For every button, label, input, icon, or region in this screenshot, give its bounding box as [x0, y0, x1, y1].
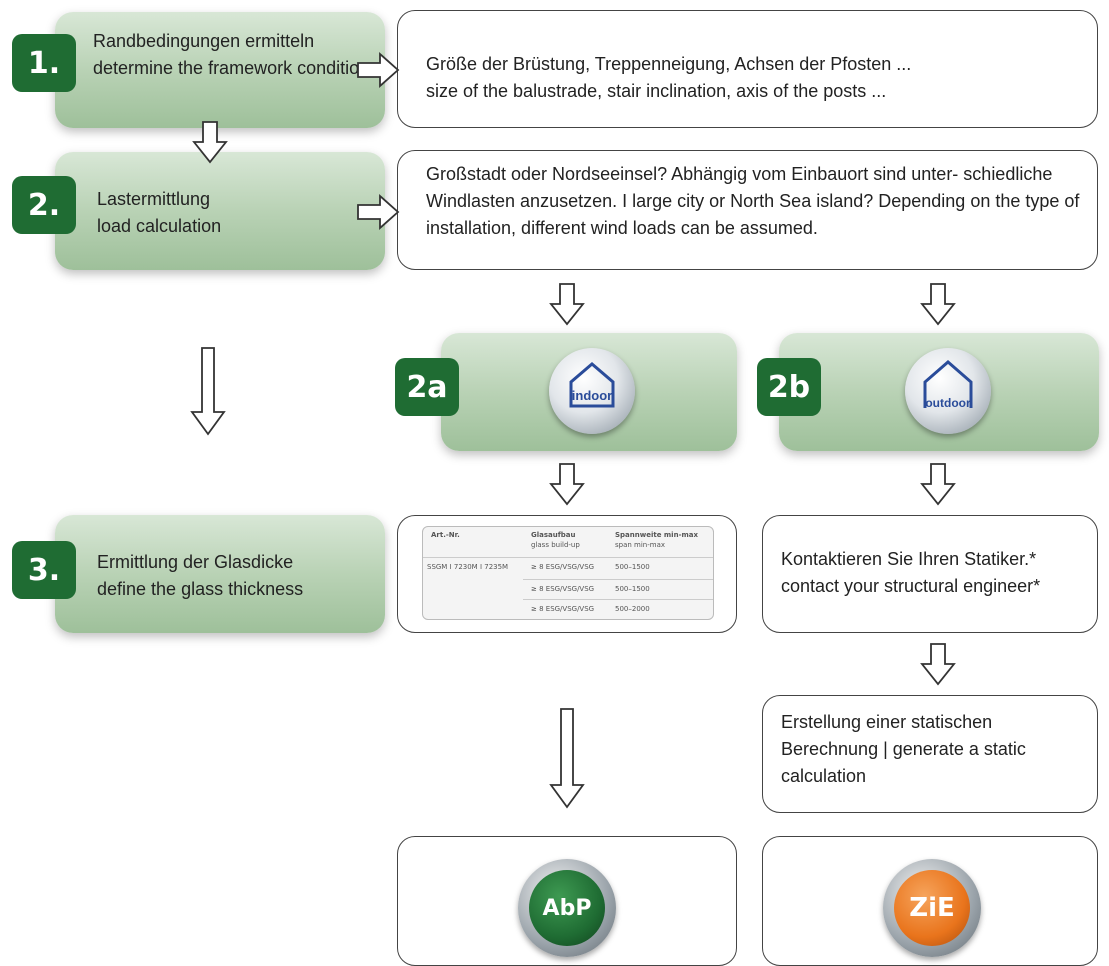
arrow-right-icon: [357, 52, 400, 88]
table-cell: 500–1500: [615, 563, 650, 571]
box-framework-en: size of the balustrade, stair inclinatio…: [426, 81, 887, 101]
step-2a: indoor: [441, 333, 737, 451]
box-framework-details: Größe der Brüstung, Treppenneigung, Achs…: [397, 10, 1098, 128]
arrow-down-icon: [920, 283, 956, 326]
table-cell: ≥ 8 ESG/VSG/VSG: [531, 563, 595, 571]
arrow-down-icon: [549, 463, 585, 506]
outdoor-icon: outdoor: [905, 348, 991, 434]
step-3-de: Ermittlung der Glasdicke: [97, 552, 294, 572]
box-static-sep: |: [878, 739, 893, 759]
box-contact-en: contact your structural engineer*: [781, 576, 1041, 596]
box-wind-loads: Großstadt oder Nordseeinsel? Abhängig vo…: [397, 150, 1098, 270]
outdoor-label: outdoor: [925, 396, 971, 410]
step-2-de: Lastermittlung: [97, 189, 211, 209]
box-contact-engineer: Kontaktieren Sie Ihren Statiker.* contac…: [762, 515, 1098, 633]
step-2b: outdoor: [779, 333, 1099, 451]
step-1-en: determine the framework conditions: [93, 58, 379, 78]
box-static-calculation: Erstellung einer statischen Berechnung |…: [762, 695, 1098, 813]
box-contact-text: Kontaktieren Sie Ihren Statiker.* contac…: [781, 546, 1091, 600]
step-3-badge: 3.: [12, 541, 76, 599]
abp-seal-inner: AbP: [529, 870, 605, 946]
abp-seal-icon: AbP: [518, 859, 616, 957]
arrow-right-icon: [357, 194, 400, 230]
table-header-glass: Glasaufbau: [531, 531, 576, 539]
abp-seal-label: AbP: [542, 895, 592, 921]
table-row: [523, 599, 713, 600]
glass-thickness-table: Art.-Nr. Glasaufbau Spannweite min-max g…: [422, 526, 714, 620]
arrow-down-long-icon: [190, 347, 226, 436]
table-cell: ≥ 8 ESG/VSG/VSG: [531, 585, 595, 593]
arrow-down-long-icon: [549, 708, 585, 809]
box-static-de: Erstellung einer statischen Berechnung: [781, 712, 993, 759]
step-2a-badge: 2a: [395, 358, 459, 416]
box-glass-table: Art.-Nr. Glasaufbau Spannweite min-max g…: [397, 515, 737, 633]
table-cell: 500–1500: [615, 585, 650, 593]
table-header-span: Spannweite min-max: [615, 531, 699, 539]
table-cell: 500–2000: [615, 605, 650, 613]
step-2-badge: 2.: [12, 176, 76, 234]
step-2b-badge: 2b: [757, 358, 821, 416]
box-framework-text: Größe der Brüstung, Treppenneigung, Achs…: [426, 51, 1086, 105]
step-2: Lastermittlung load calculation: [55, 152, 385, 270]
table-subheader-span: span min-max: [615, 541, 666, 549]
step-3: Ermittlung der Glasdicke define the glas…: [55, 515, 385, 633]
table-row: [423, 557, 713, 558]
table-cell: SSGM I 7230M I 7235M: [427, 563, 509, 571]
box-static-text: Erstellung einer statischen Berechnung |…: [781, 709, 1086, 790]
zie-seal-icon: ZiE: [883, 859, 981, 957]
zie-seal-label: ZiE: [909, 893, 955, 923]
box-static-en: generate a static calculation: [781, 739, 1026, 786]
arrow-down-icon: [920, 463, 956, 506]
step-2-en: load calculation: [97, 216, 222, 236]
step-1-de: Randbedingungen ermitteln: [93, 31, 315, 51]
indoor-label: indoor: [571, 388, 613, 403]
table-row: [523, 579, 713, 580]
step-1-text: Randbedingungen ermitteln determine the …: [93, 28, 383, 82]
step-1-badge: 1.: [12, 34, 76, 92]
step-3-en: define the glass thickness: [97, 579, 304, 599]
box-wind-loads-de: Großstadt oder Nordseeinsel? Abhängig vo…: [426, 164, 1053, 211]
table-cell: ≥ 8 ESG/VSG/VSG: [531, 605, 595, 613]
box-zie: ZiE: [762, 836, 1098, 966]
box-wind-loads-en: large city or North Sea island? Dependin…: [426, 191, 1080, 238]
step-1: Randbedingungen ermitteln determine the …: [55, 12, 385, 128]
table-header-art: Art.-Nr.: [431, 531, 460, 539]
box-wind-loads-text: Großstadt oder Nordseeinsel? Abhängig vo…: [426, 161, 1086, 242]
box-abp: AbP: [397, 836, 737, 966]
zie-seal-inner: ZiE: [894, 870, 970, 946]
box-contact-de: Kontaktieren Sie Ihren Statiker.*: [781, 549, 1037, 569]
arrow-down-icon: [192, 121, 228, 164]
box-wind-loads-sep: I: [617, 191, 633, 211]
step-3-text: Ermittlung der Glasdicke define the glas…: [97, 549, 377, 603]
indoor-icon: indoor: [549, 348, 635, 434]
arrow-down-icon: [920, 643, 956, 686]
table-subheader-glass: glass build-up: [531, 541, 580, 549]
step-2-text: Lastermittlung load calculation: [97, 186, 367, 240]
box-framework-de: Größe der Brüstung, Treppenneigung, Achs…: [426, 54, 912, 74]
arrow-down-icon: [549, 283, 585, 326]
